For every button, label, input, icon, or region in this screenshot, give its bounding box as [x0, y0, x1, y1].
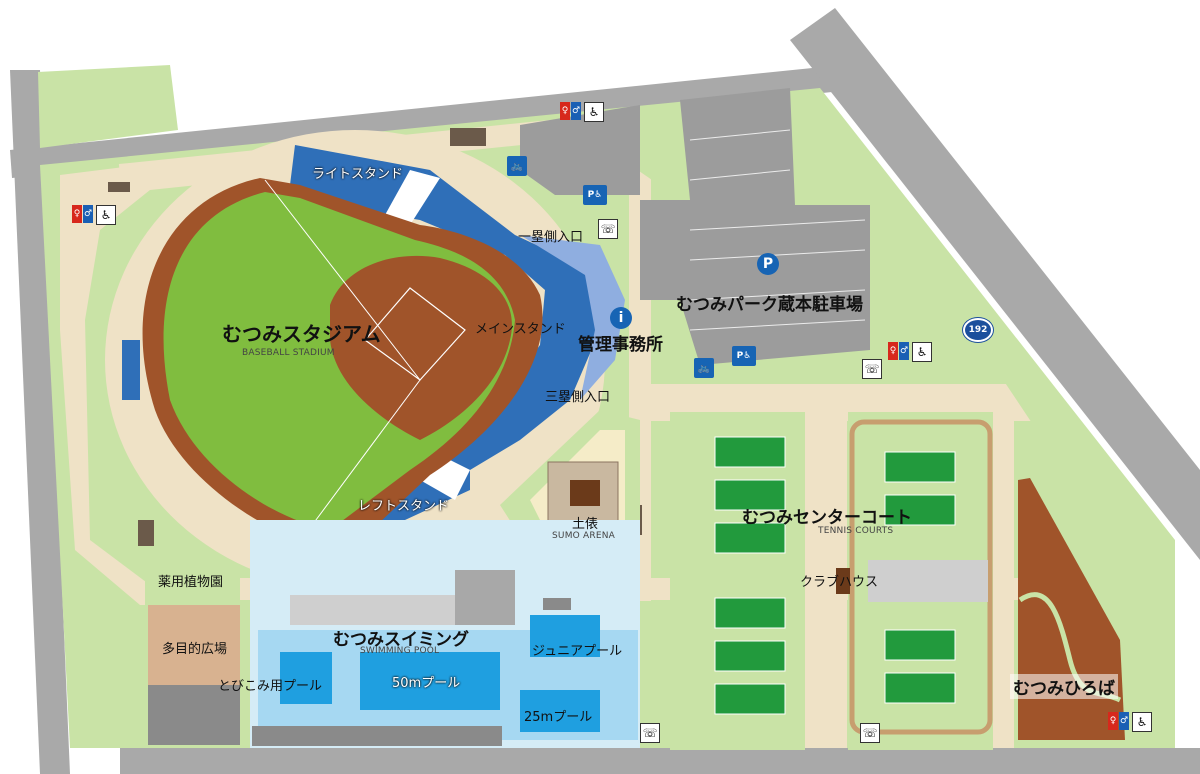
- sumo-ring: [570, 480, 600, 506]
- stand-main-plaza: [520, 235, 625, 400]
- herb-garden-label: 薬用植物園: [158, 575, 224, 590]
- pool-building: [455, 570, 515, 625]
- parking-stripes: [689, 129, 866, 331]
- multipurpose-field-area: [148, 605, 240, 685]
- left-stand-label: レフトスタンド: [358, 499, 450, 514]
- toilet-icon-plaza: ♀♂: [1108, 712, 1129, 730]
- phone-icon-tennis: ☏: [860, 723, 880, 743]
- parking-icon: P: [757, 253, 779, 275]
- third-base-entrance-label: 三塁側入口: [545, 390, 611, 405]
- clubhouse-label: クラブハウス: [800, 575, 879, 590]
- accessible-icon-west: ♿: [96, 205, 116, 225]
- road-south: [120, 748, 1200, 774]
- accessible-parking-icon-south: P♿: [732, 346, 756, 366]
- stand-right-seats: [290, 145, 600, 470]
- tennis-subtitle-label: TENNIS COURTS: [818, 526, 894, 536]
- swimming-name-label: むつみスイミング: [333, 630, 469, 650]
- accessible-icon-parking: ♿: [912, 342, 932, 362]
- pool-50m: [360, 652, 500, 710]
- stadium-infield: [330, 255, 512, 440]
- pool-50m-label: 50mプール: [392, 676, 461, 691]
- parking-access-road: [520, 105, 640, 195]
- office-label: 管理事務所: [578, 335, 663, 355]
- toilet-icon-north: ♀♂: [560, 102, 581, 120]
- path-west-loop: [60, 145, 340, 605]
- toilet-icon-west: ♀♂: [72, 205, 93, 223]
- diving-pool-label: とびこみ用プール: [218, 679, 323, 694]
- west-gray-block: [148, 685, 240, 745]
- herb-garden-area: [145, 575, 240, 605]
- bicycle-icon-north: 🚲: [507, 156, 527, 176]
- accessible-icon-plaza: ♿: [1132, 712, 1152, 732]
- parking-label: むつみパーク蔵本駐車場: [676, 295, 863, 315]
- toilet-icon-parking: ♀♂: [888, 342, 909, 360]
- first-base-entrance-label: 一塁側入口: [518, 230, 584, 245]
- info-icon: i: [610, 307, 632, 329]
- road-west: [10, 70, 70, 774]
- sumo-name-label: 土俵: [572, 517, 599, 532]
- multipurpose-field-label: 多目的広場: [162, 642, 228, 657]
- stadium-subtitle-label: BASEBALL STADIUM: [242, 348, 335, 358]
- sumo-subtitle-label: SUMO ARENA: [552, 531, 615, 541]
- building-shed: [138, 520, 154, 546]
- pool-junior: [530, 615, 600, 657]
- scoreboard: [122, 340, 140, 400]
- right-stand-label: ライトスタンド: [312, 167, 404, 182]
- phone-icon-entrance: ☏: [598, 219, 618, 239]
- junior-pool-label: ジュニアプール: [532, 644, 623, 659]
- tennis-name-label: むつみセンターコート: [742, 508, 912, 528]
- pool-25m-label: 25mプール: [524, 710, 593, 725]
- pool-diving: [280, 652, 332, 704]
- path-east-strip: [640, 395, 1010, 415]
- tennis-courts-east: [884, 451, 956, 704]
- accessible-icon-north: ♿: [584, 102, 604, 122]
- stadium-name-label: むつみスタジアム: [222, 322, 381, 346]
- foul-line-right: [264, 179, 421, 381]
- plaza-label: むつみひろば: [1010, 674, 1118, 699]
- pool-25m: [520, 690, 600, 732]
- accessible-parking-icon-north: P♿: [583, 185, 607, 205]
- tennis-bleachers: [868, 560, 988, 602]
- phone-icon-pool: ☏: [640, 723, 660, 743]
- tennis-track: [849, 419, 993, 735]
- swimming-subtitle-label: SWIMMING POOL: [360, 646, 440, 656]
- foul-line-left: [309, 379, 421, 529]
- main-stand-label: メインスタンド: [475, 322, 566, 337]
- phone-icon-parking: ☏: [862, 359, 882, 379]
- tennis-courts-west: [714, 436, 786, 715]
- stand-gap-right: [385, 170, 440, 225]
- building-west-small: [108, 182, 130, 192]
- pool-gray-block: [252, 726, 502, 746]
- pool-side-shed: [543, 598, 571, 610]
- road-diagonal-east: [790, 8, 1200, 560]
- route-192-icon: 192: [963, 318, 993, 342]
- bicycle-icon-south: 🚲: [694, 358, 714, 378]
- lawn-northwest-patch: [38, 65, 178, 148]
- building-north: [450, 128, 486, 146]
- clubhouse-building: [836, 568, 850, 594]
